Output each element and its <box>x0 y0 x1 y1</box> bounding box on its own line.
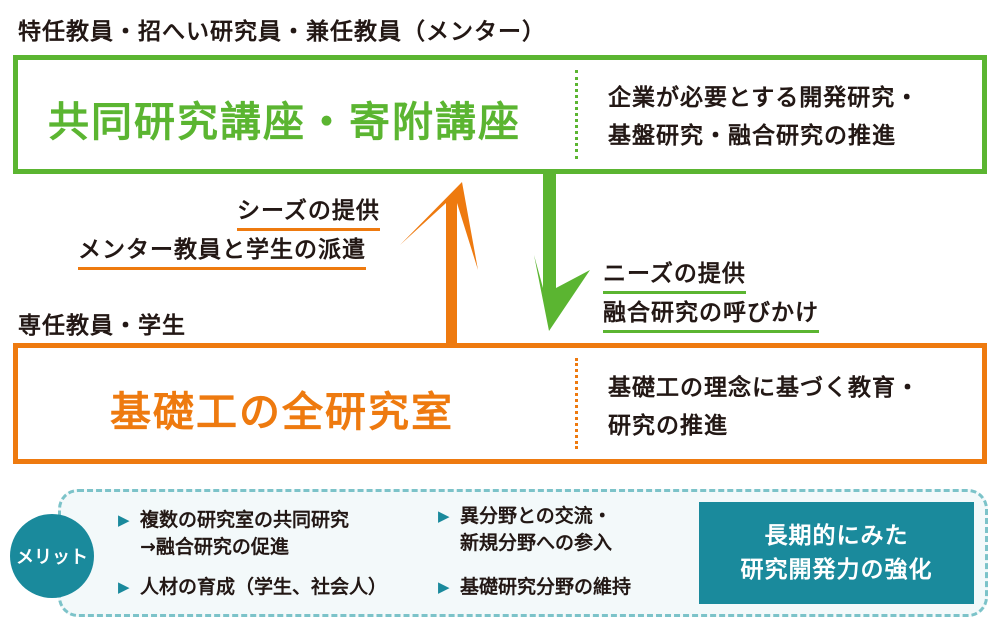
merit-badge: メリット <box>10 514 94 598</box>
triangle-bullet-icon: ▶ <box>438 578 450 596</box>
result-line1: 長期的にみた <box>764 523 909 549</box>
merit-item-joint-research: ▶ 複数の研究室の共同研究 →融合研究の促進 <box>118 507 349 561</box>
triangle-bullet-icon: ▶ <box>438 507 450 525</box>
needs-label: ニーズの提供 <box>603 254 746 294</box>
long-term-result-box: 長期的にみた 研究開発力の強化 <box>699 502 974 604</box>
faculty-caption: 特任教員・招へい研究員・兼任教員（メンター） <box>18 19 546 45</box>
staff-caption: 専任教員・学生 <box>18 313 186 339</box>
joint-research-desc-line1: 企業が必要とする開発研究・ <box>608 85 920 111</box>
merit-item3-line1: 異分野との交流・ <box>460 505 612 527</box>
joint-research-divider <box>575 70 578 159</box>
merit-item3-line2: 新規分野への参入 <box>460 532 613 554</box>
joint-research-title: 共同研究講座・寄附講座 <box>48 98 521 146</box>
all-labs-box: 基礎工の全研究室 基礎工の理念に基づく教育・ 研究の推進 <box>13 343 987 464</box>
merit-item2-text: 人材の育成（学生、社会人） <box>140 576 388 598</box>
fusion-call-label: 融合研究の呼びかけ <box>603 293 819 333</box>
merit-item-exchange: ▶ 異分野との交流・ 新規分野への参入 <box>438 503 612 557</box>
merit-item-basic-research: ▶ 基礎研究分野の維持 <box>438 574 631 601</box>
merit-item1-line2: →融合研究の促進 <box>140 536 289 558</box>
joint-research-desc-line2: 基盤研究・融合研究の推進 <box>608 123 896 149</box>
joint-research-box: 共同研究講座・寄附講座 企業が必要とする開発研究・ 基盤研究・融合研究の推進 <box>13 55 987 174</box>
result-line2: 研究開発力の強化 <box>740 557 933 583</box>
all-labs-desc-line2: 研究の推進 <box>608 413 728 439</box>
triangle-bullet-icon: ▶ <box>118 578 130 596</box>
all-labs-desc: 基礎工の理念に基づく教育・ 研究の推進 <box>608 369 920 445</box>
triangle-bullet-icon: ▶ <box>118 511 130 529</box>
merit-item4-text: 基礎研究分野の維持 <box>460 576 632 598</box>
mentor-dispatch-label: メンター教員と学生の派遣 <box>78 230 366 270</box>
merit-item1-line1: 複数の研究室の共同研究 <box>140 509 350 531</box>
joint-research-desc: 企業が必要とする開発研究・ 基盤研究・融合研究の推進 <box>608 79 919 155</box>
all-labs-title: 基礎工の全研究室 <box>110 388 454 436</box>
seeds-up-arrow <box>400 182 478 343</box>
all-labs-desc-line1: 基礎工の理念に基づく教育・ <box>608 375 920 401</box>
needs-down-arrow <box>534 174 590 331</box>
merit-item-talent: ▶ 人材の育成（学生、社会人） <box>118 574 387 601</box>
seeds-label: シーズの提供 <box>237 191 380 231</box>
all-labs-divider <box>575 358 578 449</box>
